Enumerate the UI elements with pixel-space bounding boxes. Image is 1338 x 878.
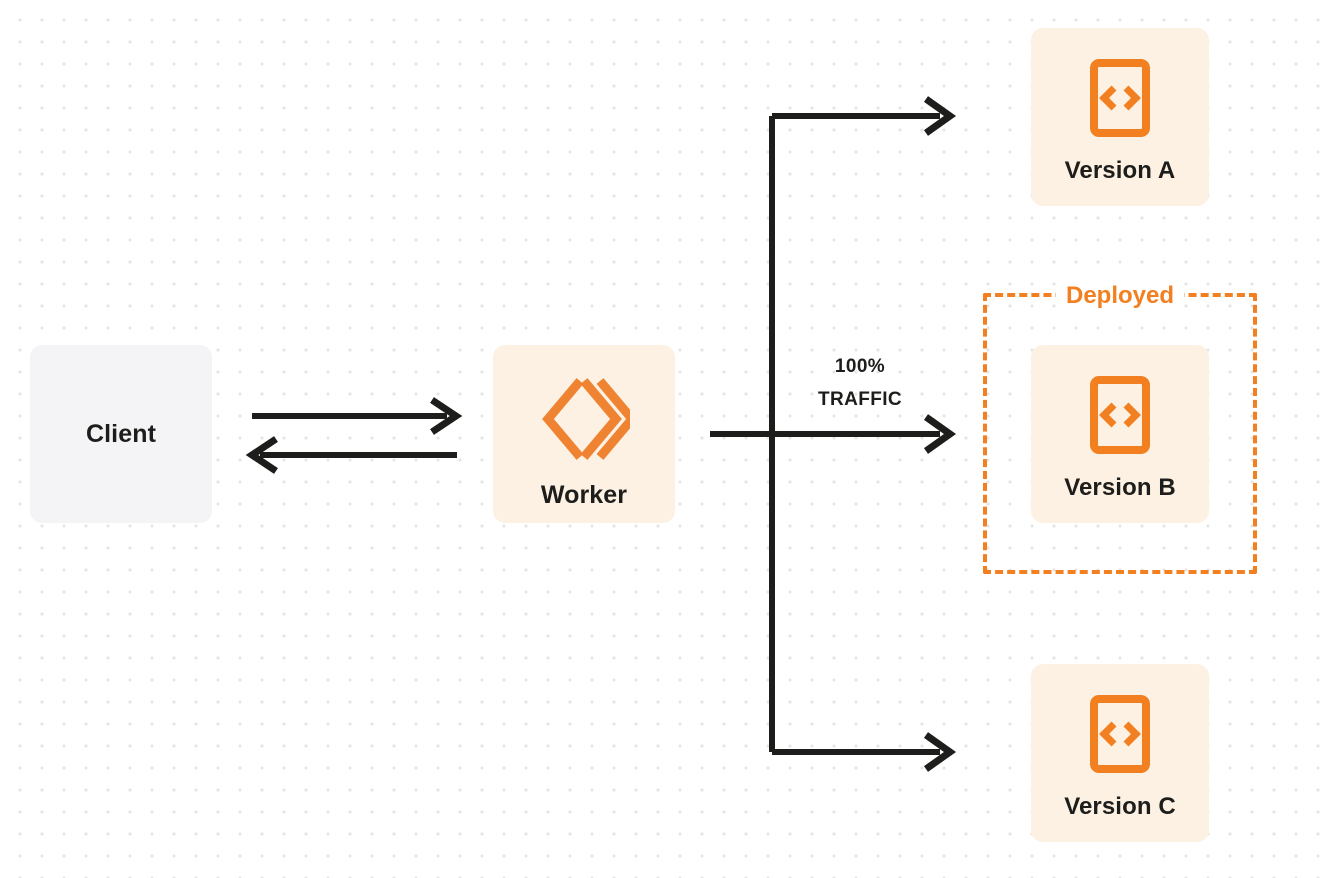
edge-worker-to-versions [710, 96, 957, 772]
version-b-node[interactable]: Version B [1031, 345, 1209, 523]
arrowhead-version-a [923, 96, 957, 136]
code-document-icon [1089, 376, 1151, 454]
version-b-label: Version B [1064, 474, 1176, 501]
traffic-label: 100% TRAFFIC [790, 350, 930, 416]
traffic-percent: 100% [834, 356, 886, 377]
cloudflare-workers-logo-icon [538, 375, 638, 463]
edge-worker-to-client [245, 436, 457, 474]
arrowhead-version-c [923, 732, 957, 772]
worker-node[interactable]: Worker [493, 345, 675, 523]
traffic-word: TRAFFIC [817, 389, 903, 410]
code-document-icon [1089, 59, 1151, 137]
worker-label: Worker [540, 481, 628, 509]
client-node[interactable]: Client [30, 345, 212, 523]
edge-client-to-worker [252, 397, 463, 435]
version-c-node[interactable]: Version C [1031, 664, 1209, 842]
version-a-node[interactable]: Version A [1031, 28, 1209, 206]
version-a-label: Version A [1064, 157, 1176, 184]
code-document-icon [1089, 695, 1151, 773]
deployed-group-label: Deployed [1055, 281, 1185, 311]
client-label: Client [85, 419, 157, 448]
arrowhead-version-b [923, 414, 957, 454]
version-c-label: Version C [1064, 793, 1176, 820]
